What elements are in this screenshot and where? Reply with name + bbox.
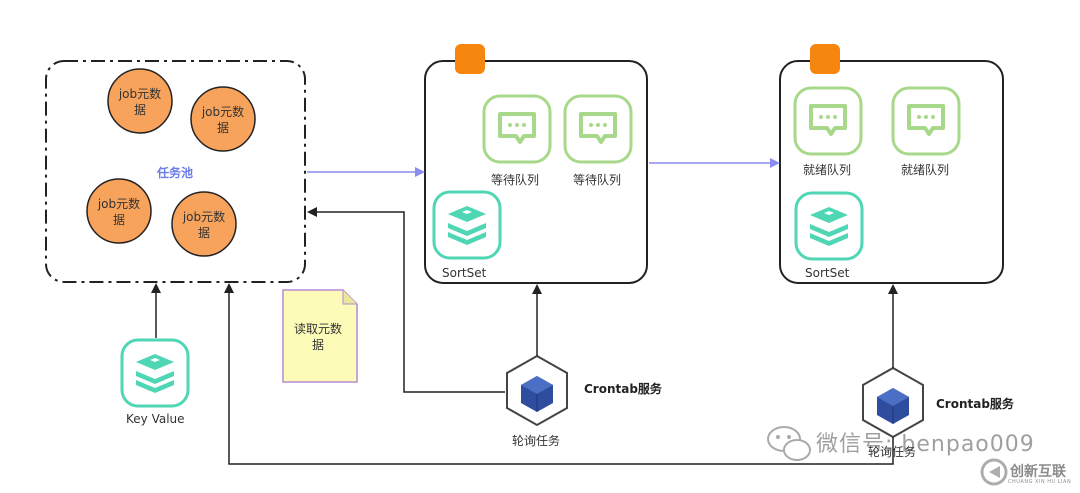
- job-circle-1: [107, 68, 173, 134]
- brand-watermark: 创新互联: [1010, 464, 1066, 480]
- crontab-label-1: Crontab服务: [584, 382, 662, 396]
- polling-label-1: 轮询任务: [512, 434, 561, 448]
- ready-queue-label-2: 就绪队列: [901, 163, 950, 177]
- note-text: 读取元数据: [293, 322, 342, 352]
- ready-queue-label-1: 就绪队列: [803, 163, 852, 177]
- job-label-1: job元数据: [118, 87, 162, 117]
- brand-logo-icon: [980, 458, 1008, 486]
- queue-icon-4: [891, 86, 961, 156]
- wechat-icon: [767, 426, 811, 461]
- arrow-crontab1-to-pool: [307, 207, 505, 393]
- brand-watermark-sub: CHUANG XIN HU LIAN: [1008, 479, 1072, 485]
- waiting-queue-label-2: 等待队列: [573, 173, 622, 187]
- job-circle-2: [190, 86, 256, 152]
- ready-sortset-label: SortSet: [805, 266, 850, 280]
- job-circle-4: [171, 191, 237, 257]
- job-label-2: job元数据: [201, 105, 245, 135]
- key-value-label: Key Value: [126, 412, 185, 426]
- orange-badge-1: [455, 44, 485, 74]
- job-label-3: job元数据: [97, 197, 141, 227]
- queue-icon-1: [482, 94, 552, 164]
- redis-icon-1: [432, 190, 502, 260]
- waiting-sortset-label: SortSet: [442, 266, 487, 280]
- polling-label-2: 轮询任务: [868, 445, 917, 459]
- note-fold: [342, 290, 357, 305]
- note-shape: [282, 289, 358, 383]
- job-circle-3: [86, 178, 152, 244]
- queue-icon-3: [793, 86, 863, 156]
- job-label-4: job元数据: [182, 210, 226, 240]
- waiting-queue-label-1: 等待队列: [491, 173, 540, 187]
- wechat-watermark: 微信号: benpao009: [816, 432, 1035, 457]
- orange-badge-2: [810, 44, 840, 74]
- redis-icon-kv: [120, 338, 190, 408]
- arrow-crontab2-to-pool: [224, 283, 894, 465]
- redis-icon-2: [794, 191, 864, 261]
- queue-icon-2: [563, 94, 633, 164]
- cube-icon-1: [506, 355, 568, 426]
- crontab-label-2: Crontab服务: [936, 397, 1014, 411]
- task-pool-title: 任务池: [157, 166, 194, 180]
